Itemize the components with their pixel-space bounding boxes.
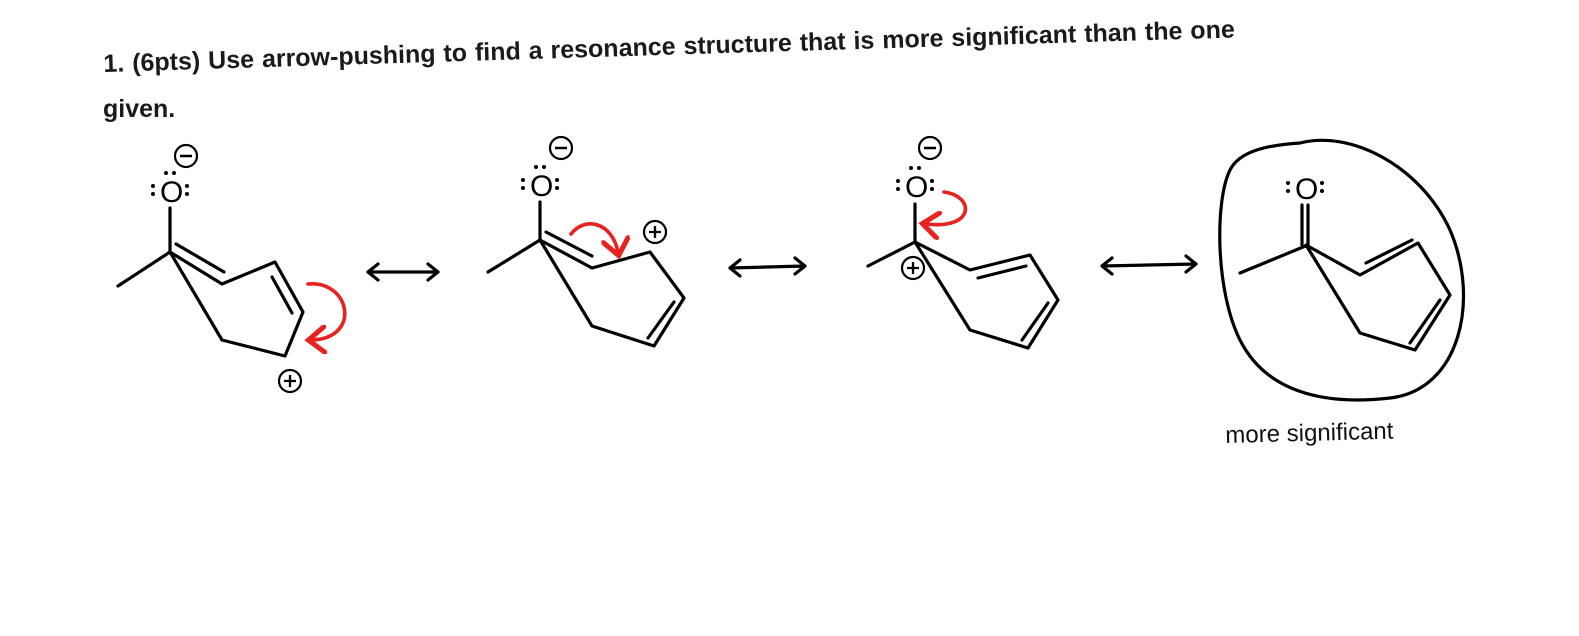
resonance-arrow-1 [366,262,440,282]
skeletal-bonds [1238,203,1452,352]
oxygen-atom: O [905,171,928,204]
structure-1: O [116,143,347,394]
lone-pairs [521,165,559,190]
lone-pairs [1286,181,1324,193]
answer-label: more significant [1225,417,1394,449]
question-text-continued: given. [103,95,176,123]
oxygen-atom: O [160,176,183,209]
lone-pairs [896,166,934,191]
skeletal-bonds [486,200,686,348]
structure-4-answer: O [1218,138,1466,402]
skeletal-bonds [866,202,1060,350]
structure-3: O [866,135,1060,350]
oxygen-atom: O [530,170,553,203]
resonance-arrow-2 [728,256,807,278]
skeletal-bonds [116,206,305,358]
curved-arrow [308,282,347,340]
lone-pairs [151,171,189,196]
oxygen-atom: O [1295,173,1318,206]
curved-arrow [926,190,968,225]
curved-arrow [569,222,618,252]
structure-2: O [486,135,686,348]
resonance-arrow-3 [1100,254,1198,276]
answer-circle [1218,138,1466,402]
